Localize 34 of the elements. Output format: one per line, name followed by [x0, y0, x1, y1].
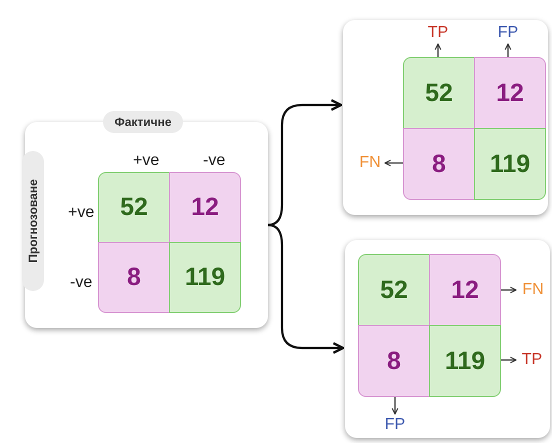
axis-label-pill: Фактичне [103, 111, 183, 133]
arrow [501, 356, 517, 364]
matrix-cell: 12 [474, 57, 546, 129]
metric-label: FN [356, 153, 384, 173]
bracket-arrow [268, 99, 342, 226]
matrix-cell: 119 [429, 325, 501, 397]
arrow [434, 43, 442, 57]
header-label: +ve [133, 152, 160, 170]
matrix-cell: 8 [403, 128, 475, 200]
matrix-cell: 8 [358, 325, 430, 397]
matrix-cell: 52 [98, 172, 170, 243]
header-label: -ve [70, 274, 92, 292]
arrow [384, 160, 403, 166]
metric-label: TP [426, 23, 450, 43]
matrix-cell: 52 [403, 57, 475, 129]
header-label: +ve [68, 204, 94, 222]
matrix-cell: 52 [358, 254, 430, 326]
metric-label: FP [381, 415, 409, 435]
matrix-cell: 119 [169, 242, 241, 313]
matrix-cell: 12 [169, 172, 241, 243]
card-background [345, 240, 550, 438]
bracket-arrow [268, 224, 344, 354]
arrow [504, 43, 512, 57]
arrow [501, 286, 517, 294]
arrow [392, 397, 398, 415]
matrix-cell: 119 [474, 128, 546, 200]
metric-label: FP [496, 23, 520, 43]
metric-label: TP [518, 350, 546, 370]
matrix-cell: 8 [98, 242, 170, 313]
header-label: -ve [203, 152, 226, 170]
metric-label: FN [518, 280, 548, 300]
matrix-cell: 12 [429, 254, 501, 326]
card-background [343, 20, 548, 215]
axis-label-pill: Прогнозоване [22, 151, 44, 291]
